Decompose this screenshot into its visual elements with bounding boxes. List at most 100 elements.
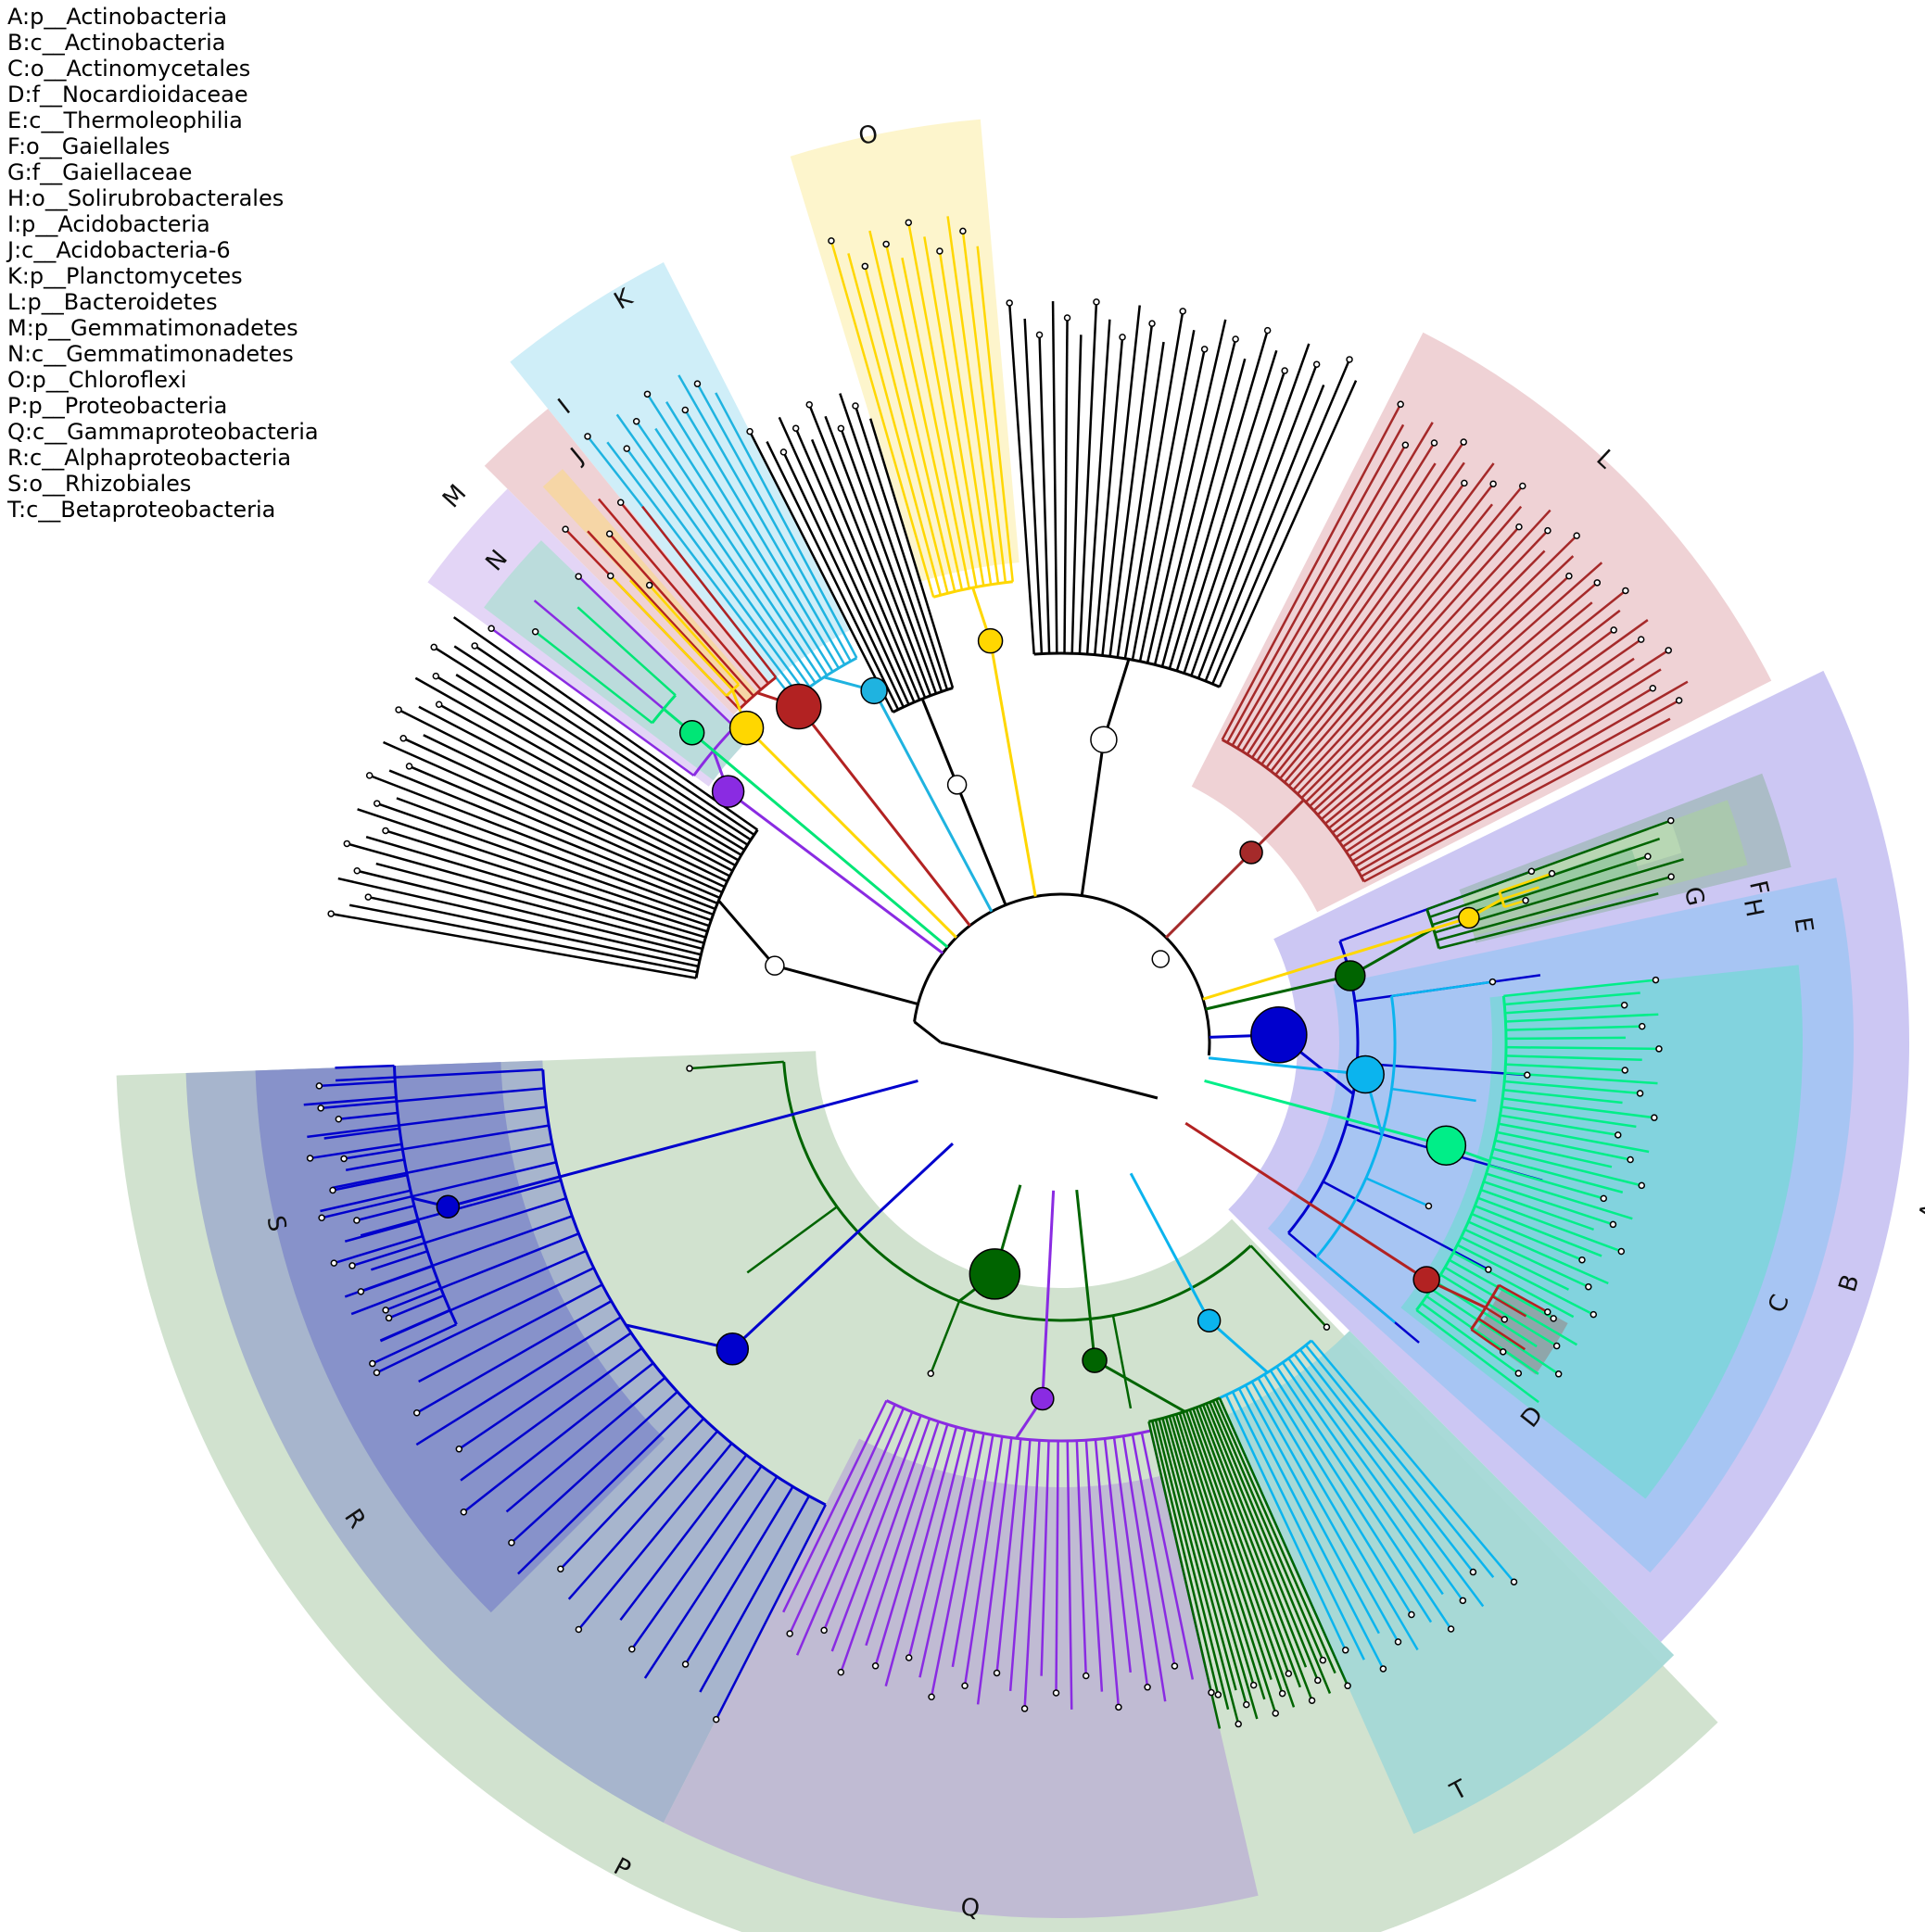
gammaproteobacteria-leaf: [884, 1426, 958, 1687]
leaf-node: [1550, 1315, 1557, 1322]
bacteroidetes-leaf: [1351, 668, 1662, 863]
leaf-node: [779, 448, 788, 456]
alphaproteobacteria-leaf: [505, 1376, 666, 1513]
actinomycetales-arc: [1415, 995, 1508, 1311]
leaf-node: [1285, 1670, 1293, 1677]
actinomycetales-leaf: [1456, 1244, 1594, 1316]
bacteroidetes-leaf: [1265, 462, 1495, 769]
unclassified-upper-leaf: [1197, 363, 1318, 679]
legend-item-o: O:p__Chloroflexi: [7, 367, 187, 393]
leaf-node: [412, 1408, 421, 1417]
chloroflexi-leaf: [901, 257, 970, 589]
unclassified-left-leaf: [402, 737, 726, 889]
unclassified-mid-leaf: [748, 431, 894, 713]
unclassified-left-node: [765, 955, 785, 976]
alphaproteobacteria-leaf: [460, 1346, 643, 1482]
unclassified-upper-leaf: [1094, 336, 1124, 655]
legend-item-q: Q:c__Gammaproteobacteria: [7, 419, 319, 445]
proteo-other-leaf: [1161, 1418, 1237, 1691]
leaf-node: [382, 827, 389, 835]
alphaproteobacteria-leaf: [517, 1404, 691, 1575]
leaf-node: [575, 1625, 583, 1634]
planctomycetes-node: [860, 676, 888, 705]
leaf-node: [1319, 1656, 1327, 1664]
leaf-node: [1667, 816, 1675, 825]
planctomycetes-leaf: [626, 448, 805, 692]
alphaproteobacteria-leaf: [415, 1316, 622, 1446]
betaproteobacteria-leaf: [1224, 1394, 1347, 1651]
rhizobiales-leaf: [360, 1265, 434, 1294]
chloroflexi-leaf: [946, 216, 1000, 584]
unclassified-upper-leaf: [1204, 384, 1325, 682]
alphaproteobacteria-leaf: [715, 1504, 827, 1721]
legend-item-i: I:p__Acidobacteria: [7, 211, 210, 237]
actinomycetales-leaf: [1480, 1188, 1594, 1231]
unclassified-upper-leaf: [1116, 341, 1165, 658]
unclassified-mid-leaf: [766, 441, 900, 711]
alphaproteobacteria-leaf: [332, 1143, 553, 1190]
alphaproteobacteria-leaf: [321, 1161, 557, 1219]
leaf-node: [562, 525, 569, 533]
leaf-node: [882, 240, 890, 248]
chloroflexi-leaf: [884, 244, 964, 590]
proteo-other-leaf: [1158, 1419, 1240, 1724]
gammaproteobacteria-leaf: [874, 1423, 949, 1667]
unclassified-mid-leaf: [810, 438, 921, 701]
leaf-node: [460, 1509, 468, 1516]
unclassified-left-leaf: [368, 895, 699, 968]
unclassified-left-leaf: [423, 734, 728, 883]
unclassified-upper-leaf: [1085, 319, 1111, 655]
thermoleophilia-node: [1335, 960, 1366, 991]
leaf-node: [852, 402, 859, 410]
legend-item-j: J:c__Acidobacteria-6: [7, 237, 231, 263]
unclassified-mid-link: [920, 698, 959, 786]
alphaproteobacteria-leaf: [375, 1267, 595, 1374]
alphaproteobacteria-node: [716, 1332, 750, 1366]
leaf-node: [1401, 441, 1410, 449]
actinobacteria-leaf: [1357, 1062, 1527, 1077]
bacteroidetes-leaf: [1345, 657, 1635, 853]
backbone-arc: [913, 892, 1211, 1056]
planctomycetes-leaf: [684, 409, 840, 669]
unclassified-upper-leaf: [1038, 335, 1051, 654]
proteo-other-leaf: [1151, 1421, 1220, 1696]
actinobacteria-leaf: [1322, 1181, 1489, 1271]
leaf-node: [1214, 1691, 1222, 1698]
proteo-other-leaf: [1192, 1408, 1290, 1674]
gaiellales-node: [1458, 906, 1480, 929]
leaf-node: [1379, 1665, 1387, 1673]
gammaproteobacteria-leaf: [1094, 1439, 1121, 1708]
betaproteobacteria-leaf: [1257, 1377, 1419, 1651]
leaf-node: [382, 1307, 389, 1314]
leaf-node: [1644, 852, 1652, 860]
bacteroidetes-leaf: [1250, 441, 1465, 759]
leaf-node: [357, 1288, 365, 1295]
bacteroidetes-leaf: [1304, 535, 1578, 803]
leaf-node: [1544, 526, 1551, 535]
planctomycetes-branches: [587, 374, 994, 913]
unclassified-left-branches: [330, 616, 918, 1006]
legend-item-g: G:f__Gaiellaceae: [7, 159, 193, 185]
alphaproteobacteria-stem: [731, 1143, 955, 1350]
leaf-node: [1179, 308, 1186, 315]
leaf-node: [327, 910, 335, 917]
bacteroidetes-leaf: [1320, 581, 1599, 821]
leaf-node: [488, 625, 495, 633]
actinomycetales-leaf: [1504, 1080, 1640, 1095]
alphaproteobacteria-branches: [307, 1068, 955, 1721]
betaproteobacteria-link: [1208, 1320, 1269, 1374]
gammaproteobacteria-leaf: [865, 1421, 940, 1647]
actinomycetales-leaf: [1477, 1196, 1622, 1253]
unclassified-left-leaf: [365, 835, 706, 939]
unclassified-mid-branches: [748, 393, 1007, 906]
rhizobiales-leaf: [344, 1219, 419, 1243]
chloroflexi-stem: [989, 640, 1037, 897]
gammaproteobacteria-leaf: [840, 1418, 931, 1673]
gemmatimonadetes-stem: [727, 789, 944, 954]
gammaproteobacteria-leaf: [795, 1408, 905, 1656]
legend-item-n: N:c__Gemmatimonadetes: [7, 341, 294, 367]
leaf-node: [1652, 976, 1660, 984]
betaproteobacteria-leaf: [1263, 1373, 1412, 1616]
actinomycetales-leaf: [1505, 1045, 1659, 1051]
alphaproteobacteria-leaf: [684, 1485, 794, 1665]
